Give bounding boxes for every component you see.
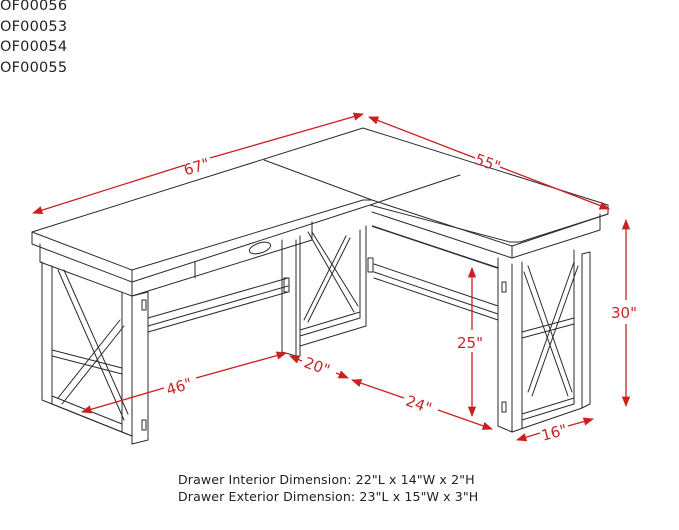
drawer-exterior-note: Drawer Exterior Dimension: 23"L x 15"W x… <box>178 489 479 504</box>
dim-label-24: 24" <box>403 392 434 418</box>
drawer-dimension-notes: Drawer Interior Dimension: 22"L x 14"W x… <box>178 471 478 505</box>
product-code: OF00053 <box>0 18 68 35</box>
dim-label-16: 16" <box>539 421 569 445</box>
dim-label-46: 46" <box>164 374 194 399</box>
product-code: OF00054 <box>0 39 68 55</box>
drawer-interior-note: Drawer Interior Dimension: 22"L x 14"W x… <box>178 472 475 487</box>
dim-label-30: 30" <box>611 304 637 322</box>
dim-label-20: 20" <box>302 353 333 379</box>
dim-label-55: 55" <box>472 150 503 176</box>
dim-label-67: 67" <box>182 155 212 180</box>
product-code-list: OF00056 OF00053 OF00054 OF00055 <box>0 0 67 78</box>
dim-label-25: 25" <box>457 334 483 352</box>
product-code: OF00055 <box>0 59 68 76</box>
product-code: OF00056 <box>0 0 68 14</box>
